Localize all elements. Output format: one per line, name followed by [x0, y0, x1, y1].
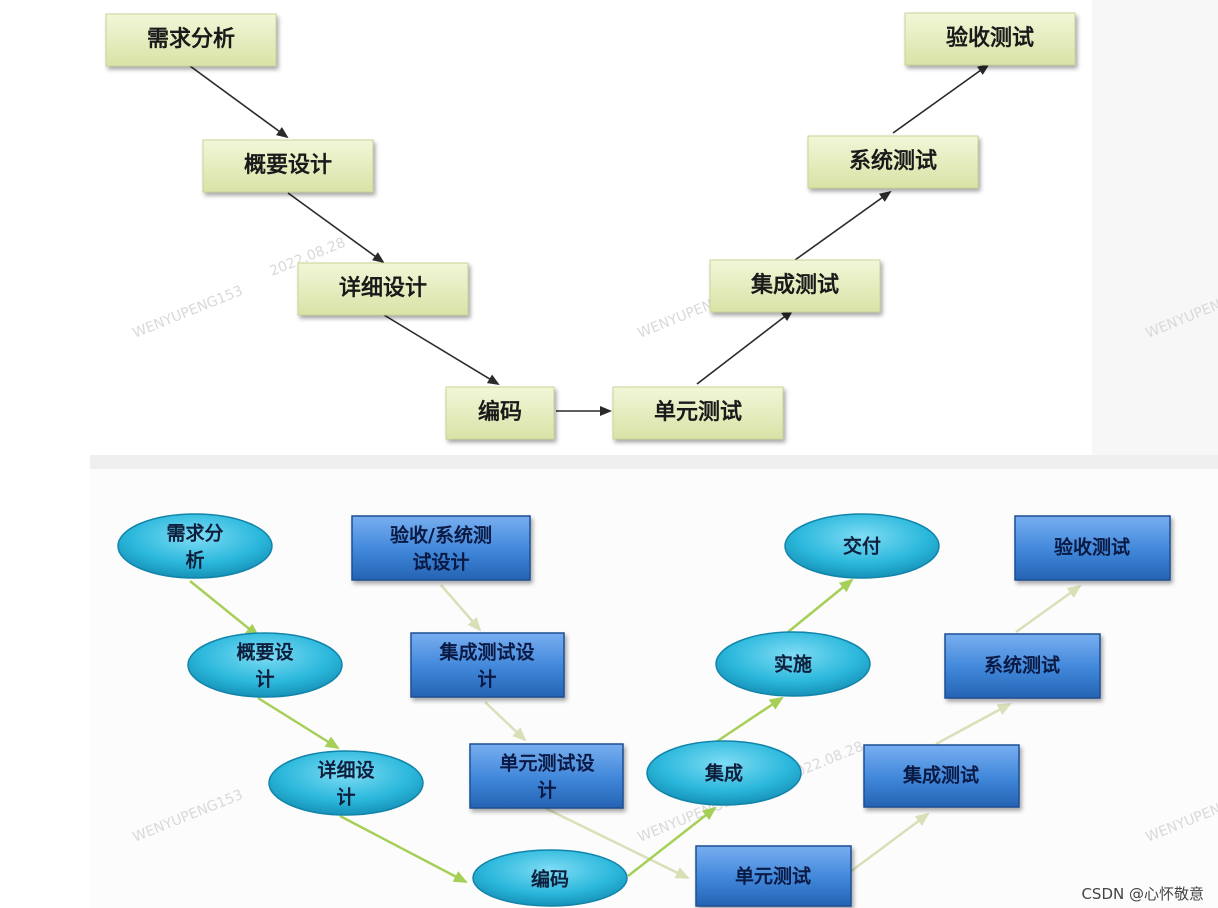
side-strip — [1092, 0, 1218, 455]
rect-label-line1: 验收/系统测 — [390, 524, 492, 547]
ellipse-label: 集成 — [704, 762, 743, 785]
ellipse-label: 实施 — [774, 653, 812, 676]
rect-label: 单元测试 — [735, 865, 811, 888]
ellipse-label-line1: 详细设 — [317, 759, 374, 782]
box-integration-test: 集成测试 — [709, 259, 881, 313]
rect-integration-test: 集成测试 — [863, 744, 1020, 808]
ellipse-outline-design: 概要设 计 — [187, 632, 343, 698]
ellipse-coding: 编码 — [472, 849, 628, 907]
arrow-outline-to-detail — [287, 192, 385, 264]
credit-text: CSDN @心怀敬意 — [1081, 885, 1204, 903]
ellipse-label: 编码 — [531, 868, 569, 891]
ellipse-label-line2: 计 — [336, 787, 355, 809]
rect-acceptance-test: 验收测试 — [1014, 515, 1171, 581]
rect-label-line1: 集成测试设 — [438, 641, 534, 664]
ellipse-label-line1: 概要设 — [236, 642, 293, 664]
box-detailed-design: 详细设计 — [297, 262, 469, 316]
box-label: 系统测试 — [849, 148, 937, 174]
box-unit-test: 单元测试 — [612, 386, 784, 440]
arrow-integ-to-system — [794, 190, 892, 261]
box-label: 需求分析 — [147, 27, 235, 52]
ellipse-deliver: 交付 — [784, 513, 940, 579]
rect-unit-test: 单元测试 — [695, 845, 852, 907]
panel-divider — [90, 455, 1218, 469]
arrow-detail-to-code — [383, 314, 500, 386]
arrow-outline-to-detail — [257, 696, 340, 750]
arrow-accept-design-to-integ-design — [440, 584, 482, 632]
rect-label: 系统测试 — [984, 654, 1060, 677]
arrow-integrate-to-implement — [715, 696, 784, 744]
watermark-text: WENYUPENG153 — [131, 787, 246, 846]
rect-label-line1: 单元测试设 — [499, 752, 594, 775]
rect-label: 集成测试 — [902, 764, 979, 787]
ellipse-label: 交付 — [843, 535, 881, 558]
box-label: 验收测试 — [946, 25, 1034, 51]
arrow-unit-test-to-integ-test — [849, 812, 930, 874]
box-coding: 编码 — [445, 386, 555, 440]
rect-unit-test-design: 单元测试设 计 — [469, 743, 624, 809]
arrow-system-to-accept — [892, 63, 990, 134]
box-outline-design: 概要设计 — [202, 139, 374, 193]
top-v-model-panel — [90, 0, 1092, 455]
rect-system-test: 系统测试 — [944, 633, 1101, 699]
box-label: 编码 — [478, 399, 522, 425]
ellipse-integrate: 集成 — [646, 740, 802, 806]
watermark-text: WENYUPENG153 — [131, 283, 246, 342]
ellipse-label-line2: 计 — [255, 669, 274, 691]
arrow-code-to-integrate — [627, 806, 717, 877]
watermark-text: WENYUPENG153 — [1144, 283, 1218, 342]
rect-label-line2: 试设计 — [412, 552, 469, 574]
rect-label-line2: 计 — [477, 669, 496, 691]
box-label: 集成测试 — [750, 272, 839, 298]
bottom-pale-arrows — [440, 584, 1082, 880]
ellipse-label-line1: 需求分 — [166, 522, 223, 545]
box-label: 概要设计 — [244, 152, 332, 178]
ellipse-label-line2: 析 — [185, 549, 204, 572]
bottom-rects: 验收/系统测 试设计 集成测试设 计 单元测试设 计 单元测试 集成测试 系统测… — [351, 515, 1171, 907]
box-system-test: 系统测试 — [807, 135, 979, 189]
arrow-integ-design-to-unit-design — [484, 701, 527, 742]
top-arrows — [189, 63, 990, 416]
arrow-unit-design-to-unit-test — [544, 806, 690, 880]
top-boxes: 需求分析 概要设计 详细设计 编码 单元测试 集成测试 系统测试 验收测试 — [105, 12, 1076, 440]
arrow-req-to-outline — [189, 580, 260, 638]
ellipse-detailed-design: 详细设 计 — [268, 750, 424, 816]
arrow-req-to-outline — [189, 65, 289, 139]
arrow-implement-to-deliver — [787, 578, 854, 633]
watermark-text: WENYUPENG153 — [1144, 787, 1218, 846]
rect-label: 验收测试 — [1054, 536, 1130, 559]
arrow-system-test-to-accept-test — [1015, 584, 1082, 634]
box-acceptance-test: 验收测试 — [904, 12, 1076, 66]
rect-label-line2: 计 — [537, 780, 556, 802]
rect-acceptance-system-test-design: 验收/系统测 试设计 — [351, 515, 531, 581]
box-requirements-analysis: 需求分析 — [105, 13, 277, 67]
box-label: 详细设计 — [339, 275, 427, 301]
rect-integration-test-design: 集成测试设 计 — [410, 632, 565, 698]
bottom-green-arrows — [189, 578, 854, 884]
ellipse-implement: 实施 — [715, 631, 871, 697]
arrow-integ-test-to-system-test — [935, 702, 1012, 746]
box-label: 单元测试 — [654, 400, 742, 425]
arrow-unit-to-integ — [696, 309, 794, 385]
arrow-detail-to-code — [339, 814, 468, 884]
bottom-ellipses: 需求分 析 概要设 计 详细设 计 编码 集成 实施 交付 — [117, 513, 940, 907]
ellipse-requirements-analysis: 需求分 析 — [117, 513, 273, 579]
